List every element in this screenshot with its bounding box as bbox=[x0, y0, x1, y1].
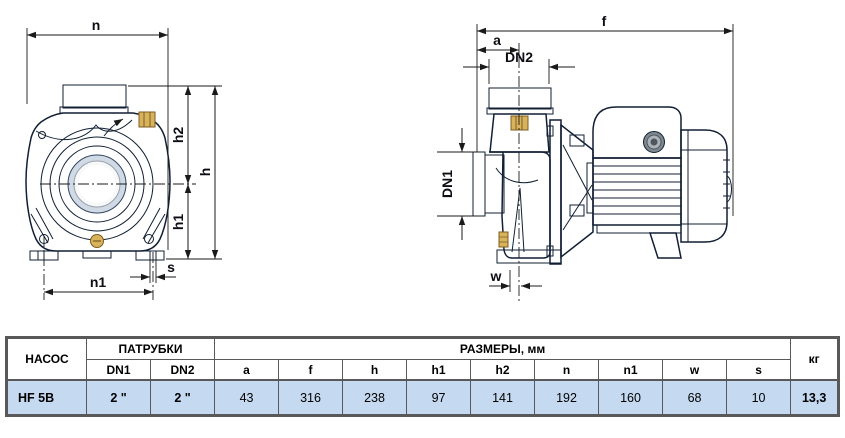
casing-hole bbox=[38, 131, 46, 139]
motor-body bbox=[592, 157, 682, 226]
dim-label-f: f bbox=[602, 13, 607, 29]
dim-s-n1-group: s n1 bbox=[43, 236, 176, 300]
dim-n: n bbox=[26, 17, 169, 250]
front-discharge-port bbox=[62, 84, 127, 109]
dim-label-dn1: DN1 bbox=[439, 170, 455, 198]
fan-cover bbox=[680, 129, 728, 243]
foot-hole-right bbox=[144, 234, 154, 244]
motor-adapter bbox=[560, 123, 594, 259]
header-pump: НАСОС bbox=[6, 337, 87, 381]
cell-h2: 141 bbox=[470, 379, 536, 416]
motor-foot bbox=[648, 232, 682, 259]
front-view-drawing: n h2 h1 h s n1 bbox=[25, 17, 222, 300]
dim-f: f bbox=[476, 13, 734, 216]
adapter-bolt bbox=[569, 134, 585, 147]
header-a: a bbox=[214, 359, 280, 381]
cell-dn2: 2 " bbox=[149, 379, 216, 416]
side-view-drawing: f a DN2 DN1 w bbox=[437, 13, 734, 302]
dim-a: a bbox=[477, 32, 520, 58]
terminal-box bbox=[592, 106, 682, 159]
mounting-feet-front bbox=[29, 250, 165, 261]
shaft-end-cap bbox=[726, 175, 732, 203]
head-drain-plug bbox=[498, 231, 509, 248]
side-discharge-port bbox=[488, 87, 552, 110]
cell-h: 238 bbox=[342, 379, 408, 416]
motor-fins bbox=[593, 165, 681, 215]
cell-pump-model: HF 5B bbox=[6, 379, 87, 416]
header-n: n bbox=[534, 359, 600, 381]
cell-h1: 97 bbox=[406, 379, 472, 416]
cell-kg: 13,3 bbox=[790, 379, 840, 416]
header-dn1: DN1 bbox=[86, 359, 151, 381]
dim-label-h1: h1 bbox=[170, 214, 186, 231]
header-dn2: DN2 bbox=[149, 359, 216, 381]
drain-plug bbox=[90, 234, 104, 248]
header-sizes-group: РАЗМЕРЫ, мм bbox=[214, 337, 792, 360]
header-ports-group: ПАТРУБКИ bbox=[85, 337, 216, 360]
header-s: s bbox=[726, 359, 792, 381]
dim-label-h2: h2 bbox=[170, 127, 186, 144]
header-h2: h2 bbox=[470, 359, 536, 381]
dim-dn1: DN1 bbox=[437, 128, 476, 240]
dim-label-a: a bbox=[493, 32, 501, 48]
cell-f: 316 bbox=[278, 379, 344, 416]
dim-label-n1: n1 bbox=[90, 274, 107, 290]
header-w: w bbox=[662, 359, 728, 381]
adapter-bolt bbox=[569, 204, 585, 217]
cell-w: 68 bbox=[662, 379, 728, 416]
cell-s: 10 bbox=[726, 379, 792, 416]
cell-dn1: 2 " bbox=[86, 379, 151, 416]
pump-head-side bbox=[489, 151, 551, 259]
motor-rail bbox=[596, 224, 682, 234]
suction-flange bbox=[472, 151, 486, 217]
cable-gland bbox=[643, 131, 665, 153]
suction-barrel bbox=[484, 154, 505, 214]
header-h1: h1 bbox=[406, 359, 472, 381]
dim-w: w bbox=[489, 268, 542, 292]
table-row: HF 5B 2 " 2 " 43 316 238 97 141 192 160 … bbox=[6, 379, 840, 416]
casing-flange bbox=[549, 119, 562, 265]
header-kg: кг bbox=[790, 337, 840, 381]
dim-label-h: h bbox=[197, 168, 213, 177]
pump-dimensions-table: НАСОС ПАТРУБКИ РАЗМЕРЫ, мм кг DN1 DN2 a … bbox=[5, 336, 841, 417]
fill-plug bbox=[138, 111, 156, 128]
cell-a: 43 bbox=[214, 379, 280, 416]
port-neck bbox=[489, 113, 550, 153]
dim-label-w: w bbox=[490, 268, 502, 284]
cell-n: 192 bbox=[534, 379, 600, 416]
cell-n1: 160 bbox=[598, 379, 664, 416]
header-n1: n1 bbox=[598, 359, 664, 381]
dim-label-s: s bbox=[167, 259, 175, 275]
dim-h-group: h2 h1 h bbox=[40, 85, 222, 260]
header-f: f bbox=[278, 359, 344, 381]
pump-technical-drawing: n h2 h1 h s n1 bbox=[25, 13, 734, 302]
header-h: h bbox=[342, 359, 408, 381]
neck-plug bbox=[510, 115, 529, 131]
dim-label-n: n bbox=[92, 17, 101, 33]
rotation-arrow-icon bbox=[103, 118, 124, 137]
